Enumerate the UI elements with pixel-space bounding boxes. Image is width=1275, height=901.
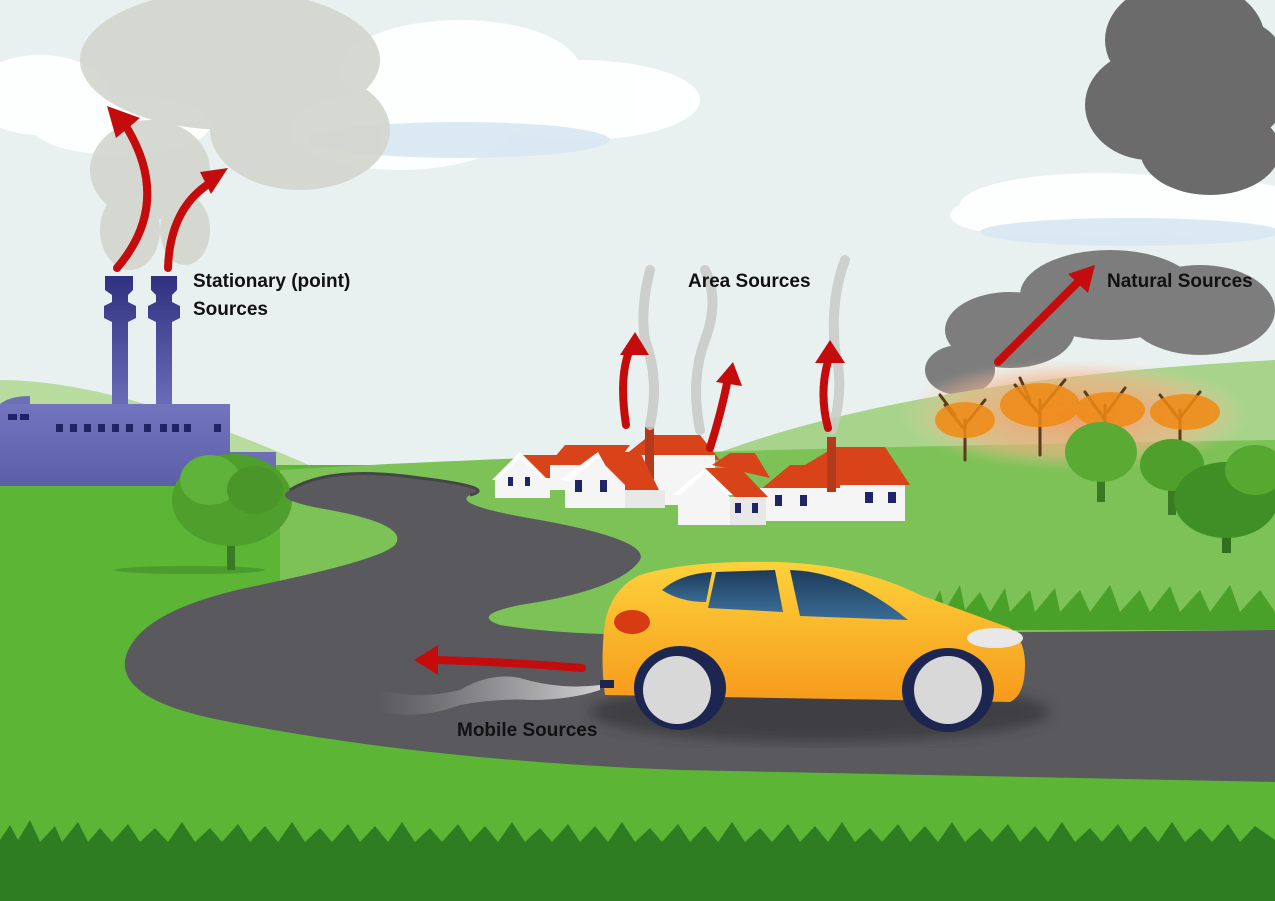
house-1 (492, 452, 565, 498)
chimney-right (148, 276, 180, 404)
tree-icon (115, 454, 292, 574)
car-window-rear (662, 572, 712, 602)
arrowheads (107, 106, 1095, 675)
exhaust-cloud (378, 676, 600, 715)
car-window-middle (708, 570, 783, 612)
tree-icon (1065, 422, 1275, 553)
mobile-sources-label: Mobile Sources (457, 720, 598, 741)
car-window-front (790, 570, 908, 620)
car-taillight (614, 610, 650, 634)
car-wheel-rear (643, 656, 711, 724)
stationary-label-line-2: Sources (193, 299, 268, 320)
house-icon (492, 427, 910, 525)
house-4 (560, 452, 665, 508)
stationary-label-line-1: Stationary (point) (193, 271, 351, 292)
car-icon (600, 561, 1025, 732)
grass-tufts (930, 585, 1275, 630)
foreground-grass (0, 820, 1275, 901)
chimney-left (104, 276, 136, 404)
natural-sources-label: Natural Sources (1107, 271, 1253, 292)
house-7 (805, 437, 910, 521)
wildfire-smoke-lower (925, 250, 1275, 395)
car-headlight (967, 628, 1023, 648)
area-sources-label: Area Sources (688, 271, 811, 292)
wildfire-smoke (1085, 0, 1275, 195)
factory-windows (8, 414, 221, 432)
house-8 (672, 468, 768, 525)
factory-icon (0, 276, 276, 486)
stationary-sources-label: Stationary (point) Sources (193, 268, 350, 324)
car-wheel-front (914, 656, 982, 724)
house-5 (712, 453, 770, 478)
flames (935, 383, 1220, 438)
